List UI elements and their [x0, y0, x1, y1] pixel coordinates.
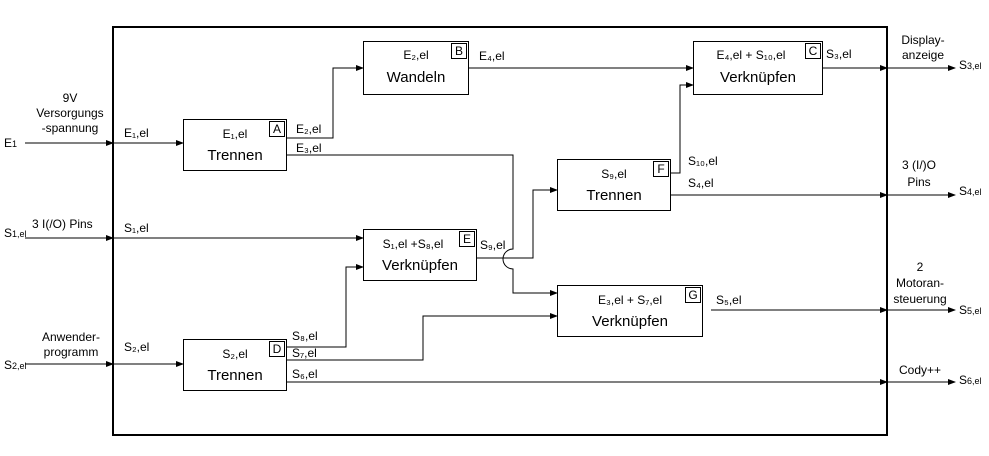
input-s1-symbol-main: S: [4, 226, 13, 240]
block-g-name: Verknüpfen: [592, 313, 668, 330]
signal-label-s9el: S₉,el: [480, 238, 506, 252]
signal-label-e3el: E₃,el: [296, 141, 322, 155]
block-b-letter: B: [451, 43, 467, 59]
signal-label-s1el: S₁,el: [124, 221, 149, 235]
block-d-label: S₂,el: [222, 347, 248, 361]
wire-s8el: [287, 264, 364, 348]
input-e1-desc-3: -spannung: [41, 121, 99, 135]
output-s3-symbol: S3,el: [959, 58, 982, 73]
block-g-letter: G: [685, 287, 701, 303]
block-c-name: Verknüpfen: [720, 69, 796, 86]
input-s2-desc-1: Anwender-: [41, 330, 101, 344]
signal-label-s10el: S₁₀,el: [688, 154, 718, 168]
signal-label-e4el: E₄,el: [479, 49, 505, 63]
output-s6-symbol-sub: 6,el: [967, 376, 982, 386]
wire-e2el: [287, 65, 364, 139]
output-s5-desc-1: 2: [916, 260, 924, 274]
system-boundary: [112, 26, 888, 436]
block-c-letter: C: [805, 43, 821, 59]
output-s5-symbol: S5,el: [959, 303, 982, 318]
block-g-label: E₃,el + S₇,el: [597, 293, 663, 307]
signal-label-s6el: S₆,el: [292, 367, 318, 381]
signal-label-e2el: E₂,el: [296, 122, 322, 136]
output-s5-symbol-sub: 5,el: [967, 306, 982, 316]
input-s1-desc: 3 I(/O) Pins: [32, 217, 93, 231]
output-s4-desc-2: Pins: [907, 175, 931, 189]
block-e-label: S₁,el +S₈,el: [382, 237, 444, 251]
block-c-label: E₄,el + S₁₀,el: [716, 48, 786, 62]
output-s6-symbol: S6,el: [959, 373, 982, 388]
wire-e3el: [287, 154, 558, 296]
signal-label-s5el: S₅,el: [716, 293, 742, 307]
output-s4-symbol-main: S: [959, 184, 968, 198]
signal-label-s2el: S₂,el: [124, 340, 150, 354]
signal-label-s4el: S₄,el: [688, 176, 714, 190]
input-s2-symbol-sub: 2,el: [12, 361, 27, 371]
output-s3-symbol-main: S: [959, 58, 968, 72]
signal-label-s3el: S₃,el: [826, 47, 852, 61]
block-e-letter: E: [459, 231, 475, 247]
output-s6-desc: Cody++: [899, 363, 942, 377]
block-f-trennen: F S₉,el Trennen: [557, 159, 671, 211]
output-s4-symbol-sub: 4,el: [967, 187, 982, 197]
wire-s9el: [477, 187, 558, 259]
output-s3-desc-2: anzeige: [901, 48, 945, 62]
input-e1-symbol-main: E: [4, 136, 13, 150]
block-a-name: Trennen: [207, 147, 263, 164]
output-s5-desc-2: Motoran-: [895, 276, 945, 290]
block-d-name: Trennen: [207, 367, 263, 384]
block-c-verknuepfen: C E₄,el + S₁₀,el Verknüpfen: [693, 41, 823, 95]
block-e-verknuepfen: E S₁,el +S₈,el Verknüpfen: [363, 229, 477, 281]
input-e1-desc-2: Versorgungs: [36, 106, 104, 120]
block-a-label: E₁,el: [222, 127, 248, 141]
block-b-wandeln: B E₂,el Wandeln: [363, 41, 469, 95]
signal-label-s8el: S₈,el: [292, 329, 318, 343]
input-e1-symbol: E1: [4, 136, 17, 151]
input-s1-symbol: S1,el: [4, 226, 27, 241]
block-d-letter: D: [269, 341, 285, 357]
input-s2-symbol-main: S: [4, 358, 13, 372]
output-s4-desc-1: 3 (I/)O: [901, 158, 936, 172]
block-d-trennen: D S₂,el Trennen: [183, 339, 287, 391]
output-s4-symbol: S4,el: [959, 184, 982, 199]
block-e-name: Verknüpfen: [382, 257, 458, 274]
block-a-trennen: A E₁,el Trennen: [183, 119, 287, 171]
output-s5-symbol-main: S: [959, 303, 968, 317]
block-f-letter: F: [653, 161, 669, 177]
input-e1-desc-1: 9V: [62, 91, 78, 105]
wire-s7el: [287, 313, 558, 361]
block-f-name: Trennen: [586, 187, 642, 204]
wire-s10el: [671, 82, 694, 174]
output-s5-desc-3: steuerung: [893, 292, 947, 306]
output-s3-symbol-sub: 3,el: [967, 61, 982, 71]
signal-label-s7el: S₇,el: [292, 346, 317, 360]
block-b-name: Wandeln: [386, 69, 446, 86]
block-a-letter: A: [269, 121, 285, 137]
output-s3-desc-1: Display-: [901, 33, 945, 47]
block-g-verknuepfen: G E₃,el + S₇,el Verknüpfen: [557, 285, 703, 337]
block-f-label: S₉,el: [601, 167, 627, 181]
signal-label-e1el: E₁,el: [124, 126, 149, 140]
input-s1-symbol-sub: 1,el: [12, 229, 27, 239]
output-s6-symbol-main: S: [959, 373, 968, 387]
input-s2-desc-2: programm: [43, 345, 99, 359]
input-s2-symbol: S2,el: [4, 358, 27, 373]
block-b-label: E₂,el: [403, 48, 429, 62]
input-e1-symbol-sub: 1: [12, 139, 18, 149]
